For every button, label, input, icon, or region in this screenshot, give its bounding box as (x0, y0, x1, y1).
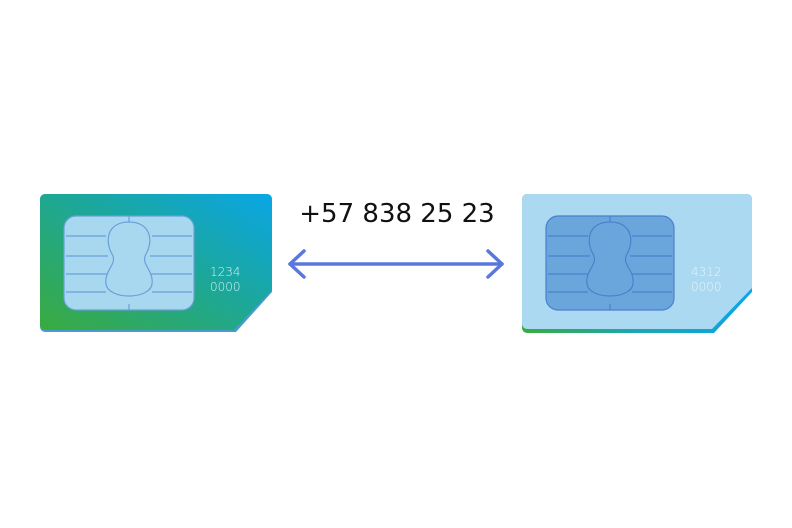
right-sim-chip-icon (545, 215, 675, 311)
right-sim-card: 4312 0000 (522, 194, 752, 333)
left-sim-card: 1234 0000 (40, 194, 272, 332)
phone-number: +57 838 25 23 (299, 199, 494, 229)
left-sim-chip-icon (63, 215, 195, 311)
left-sim-number-line1: 1234 (210, 265, 241, 279)
right-sim-number-line2: 0000 (691, 280, 722, 294)
right-sim-number-line1: 4312 (691, 265, 722, 279)
left-sim-number-line2: 0000 (210, 280, 241, 294)
double-arrow-icon (288, 249, 504, 279)
